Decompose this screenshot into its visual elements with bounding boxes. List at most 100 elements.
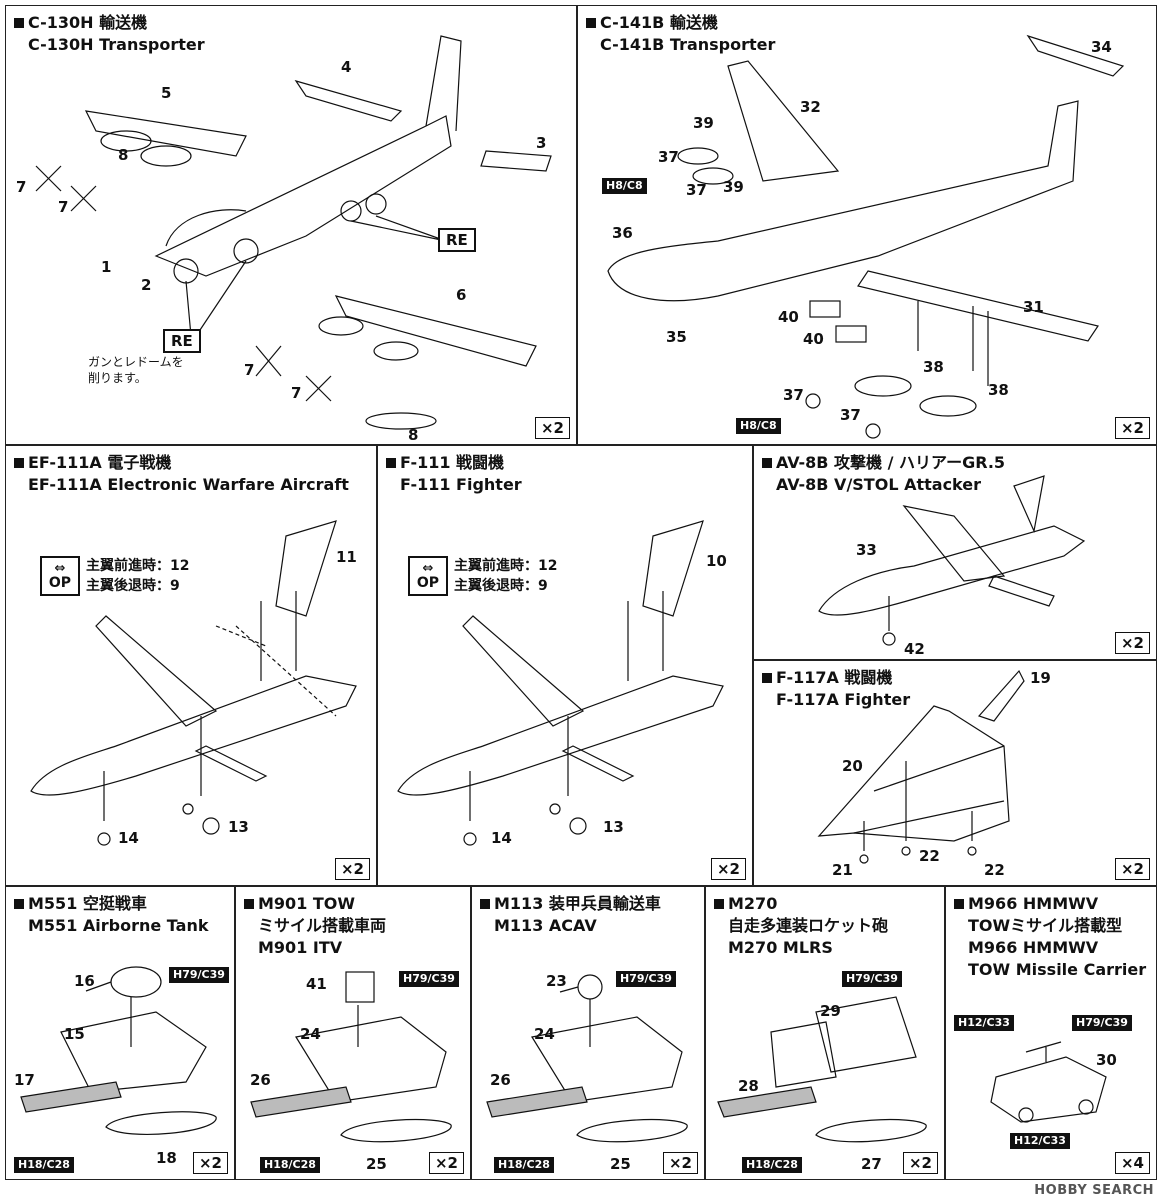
part-number: 34 [1091,38,1112,56]
part-number: 22 [919,847,940,865]
color-code: H12/C33 [1010,1133,1070,1149]
part-number: 14 [118,829,139,847]
part-number: 37 [840,406,861,424]
part-number: 7 [244,361,255,379]
quantity-badge: ×2 [1114,858,1150,880]
part-number: 19 [1030,669,1051,687]
part-number: 37 [686,181,707,199]
part-number: 26 [250,1071,271,1089]
m113-vehicle-drawing [486,974,688,1143]
part-number: 10 [706,552,727,570]
part-number: 40 [803,330,824,348]
part-number: 8 [408,426,419,444]
part-number: 7 [291,384,302,402]
re-label: RE [438,228,476,252]
part-number: 25 [366,1155,387,1173]
quantity-badge: ×2 [534,417,570,439]
part-number: 35 [666,328,687,346]
part-number: 25 [610,1155,631,1173]
m966-vehicle-drawing [990,1041,1107,1123]
part-number: 22 [984,861,1005,879]
option-icon: ⇔OP [408,556,448,596]
m901-vehicle-drawing [250,971,452,1143]
color-code: H8/C8 [602,178,647,194]
option-icon: ⇔OP [40,556,80,596]
quantity-badge: ×2 [428,1152,464,1174]
f117-aircraft-drawing [817,669,1025,864]
color-code: H79/C39 [169,967,229,983]
c130-aircraft-drawing [35,35,552,430]
part-number: 33 [856,541,877,559]
color-code: H18/C28 [494,1157,554,1173]
part-number: 2 [141,276,152,294]
part-number: 38 [923,358,944,376]
color-code: H79/C39 [1072,1015,1132,1031]
quantity-badge: ×2 [1114,632,1150,654]
quantity-badge: ×2 [192,1152,228,1174]
part-number: 20 [842,757,863,775]
part-number: 15 [64,1025,85,1043]
quantity-badge: ×4 [1114,1152,1150,1174]
quantity-badge: ×2 [902,1152,938,1174]
color-code: H79/C39 [399,971,459,987]
part-number: 4 [341,58,352,76]
part-number: 21 [832,861,853,879]
m270-vehicle-drawing [717,996,927,1143]
av8b-aircraft-drawing [818,475,1086,646]
part-number: 26 [490,1071,511,1089]
color-code: H12/C33 [954,1015,1014,1031]
part-number: 1 [101,258,112,276]
part-number: 13 [228,818,249,836]
quantity-badge: ×2 [334,858,370,880]
part-number: 18 [156,1149,177,1167]
part-number: 6 [456,286,467,304]
ef111-aircraft-drawing [30,520,357,846]
quantity-badge: ×2 [662,1152,698,1174]
part-number: 37 [658,148,679,166]
part-number: 17 [14,1071,35,1089]
part-number: 31 [1023,298,1044,316]
color-code: H79/C39 [616,971,676,987]
color-code: H18/C28 [742,1157,802,1173]
part-number: 36 [612,224,633,242]
part-number: 32 [800,98,821,116]
part-number: 39 [693,114,714,132]
part-number: 5 [161,84,172,102]
part-number: 29 [820,1002,841,1020]
part-number: 14 [491,829,512,847]
part-number: 30 [1096,1051,1117,1069]
re-label: RE [163,329,201,353]
f111-aircraft-drawing [397,520,724,846]
quantity-badge: ×2 [710,858,746,880]
part-number: 42 [904,640,925,658]
part-number: 24 [534,1025,555,1043]
m551-vehicle-drawing [20,966,217,1136]
color-code: H79/C39 [842,971,902,987]
part-number: 40 [778,308,799,326]
color-code: H8/C8 [736,418,781,434]
quantity-badge: ×2 [1114,417,1150,439]
part-number: 13 [603,818,624,836]
part-number: 7 [58,198,69,216]
c141-aircraft-drawing [607,34,1125,439]
part-number: 37 [783,386,804,404]
part-number: 11 [336,548,357,566]
color-code: H18/C28 [14,1157,74,1173]
